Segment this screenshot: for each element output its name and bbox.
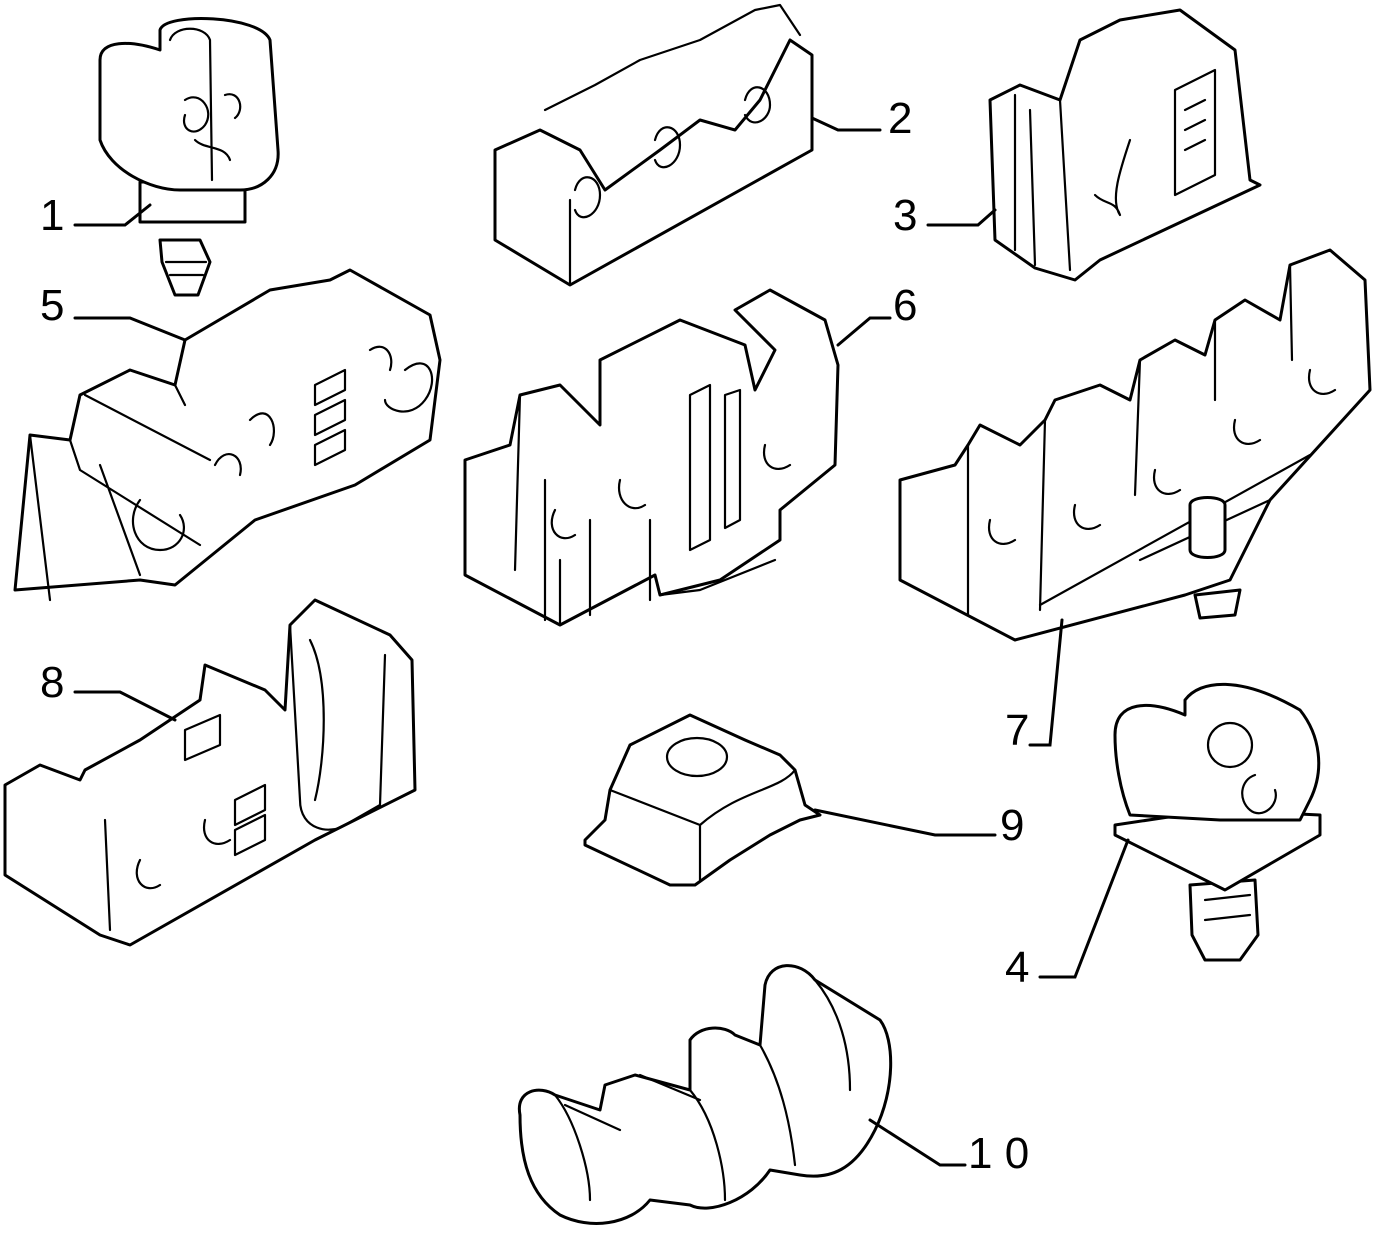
- part-7-quad-clip: [898, 248, 1372, 642]
- callout-3: 3: [893, 191, 917, 240]
- leader-1: [73, 203, 152, 227]
- callout-9: 9: [1000, 801, 1024, 850]
- callout-6: 6: [893, 281, 917, 330]
- leader-2: [810, 116, 882, 132]
- part-10-saddle-clip: [517, 964, 893, 1225]
- part-8-loop-clip: [3, 598, 417, 947]
- callout-2: 2: [888, 94, 912, 143]
- leader-9: [813, 808, 997, 837]
- part-2-triple-clip: [493, 3, 814, 287]
- leader-4: [1038, 838, 1130, 979]
- part-5-bracket-clip: [13, 268, 442, 602]
- callout-8: 8: [40, 658, 64, 707]
- leader-7: [1028, 618, 1064, 747]
- leader-10: [868, 1118, 967, 1167]
- part-9-saddle-strap: [583, 713, 822, 887]
- callout-4: 4: [1005, 943, 1029, 992]
- part-6-double-clip: [463, 288, 840, 627]
- callout-5: 5: [40, 281, 64, 330]
- callout-10: 1 0: [968, 1129, 1029, 1178]
- leader-5: [73, 316, 187, 342]
- leader-lines: [73, 116, 1130, 1167]
- part-1-pipe-clip: [98, 17, 280, 297]
- callout-7: 7: [1005, 706, 1029, 755]
- leader-6: [836, 316, 892, 347]
- leader-8: [73, 690, 177, 722]
- leader-3: [926, 208, 997, 227]
- callout-labels: 1 2 3 4 5 6 7 8 9 1 0: [40, 94, 1029, 1178]
- part-4-pin-clip: [1113, 682, 1322, 962]
- part-3-clip-block: [988, 8, 1262, 282]
- callout-1: 1: [40, 191, 64, 240]
